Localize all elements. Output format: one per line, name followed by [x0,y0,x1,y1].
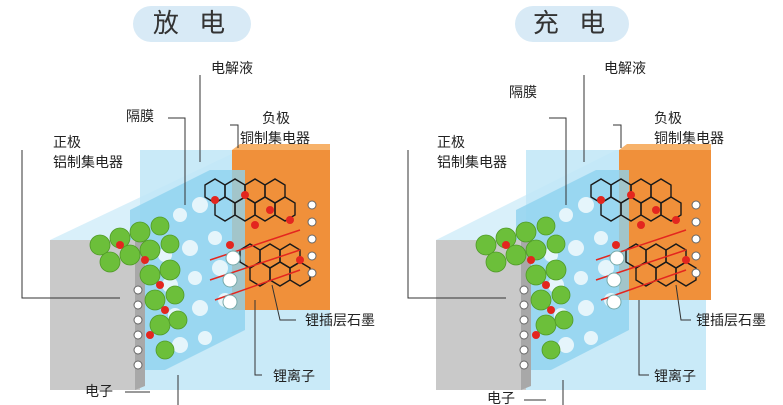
charge-panel: 充 电 [391,0,783,405]
panel-title: 放 电 [133,6,251,42]
cathode-particles [89,216,188,360]
lithium-ions [116,191,304,339]
label-negative: 负极 [654,111,682,127]
label-graphite: 锂插层石墨 [305,313,375,329]
label-lithium-ion: 锂离子 [654,369,696,385]
aluminum-collector [50,240,140,390]
copper-collector [232,150,330,310]
panel-title: 充 电 [515,6,629,42]
label-electron: 电子 [487,391,515,405]
cathode-particles [475,216,574,360]
label-separator: 隔膜 [126,109,154,125]
discharge-panel: 放 电 [21,6,375,405]
label-copper-collector: 铜制集电器 [240,131,310,147]
electron-icon-set [519,200,701,370]
label-aluminum-collector: 铝制集电器 [53,155,123,171]
electron-icon-set [133,200,317,370]
label-positive: 正极 [53,135,81,151]
label-electrolyte: 电解液 [211,61,253,77]
battery-cell-diagram [21,75,330,405]
label-aluminum-collector: 铝制集电器 [437,155,507,171]
label-lithium-ion: 锂离子 [273,369,315,385]
label-separator: 隔膜 [509,85,537,101]
battery-cell-diagram [407,75,711,405]
label-graphite: 锂插层石墨 [696,313,766,329]
label-negative: 负极 [262,111,290,127]
label-electrolyte: 电解液 [604,61,646,77]
label-copper-collector: 铜制集电器 [654,131,724,147]
label-electron: 电子 [85,384,113,400]
lithium-ions [502,191,690,339]
aluminum-collector [436,240,526,390]
label-positive: 正极 [437,135,465,151]
